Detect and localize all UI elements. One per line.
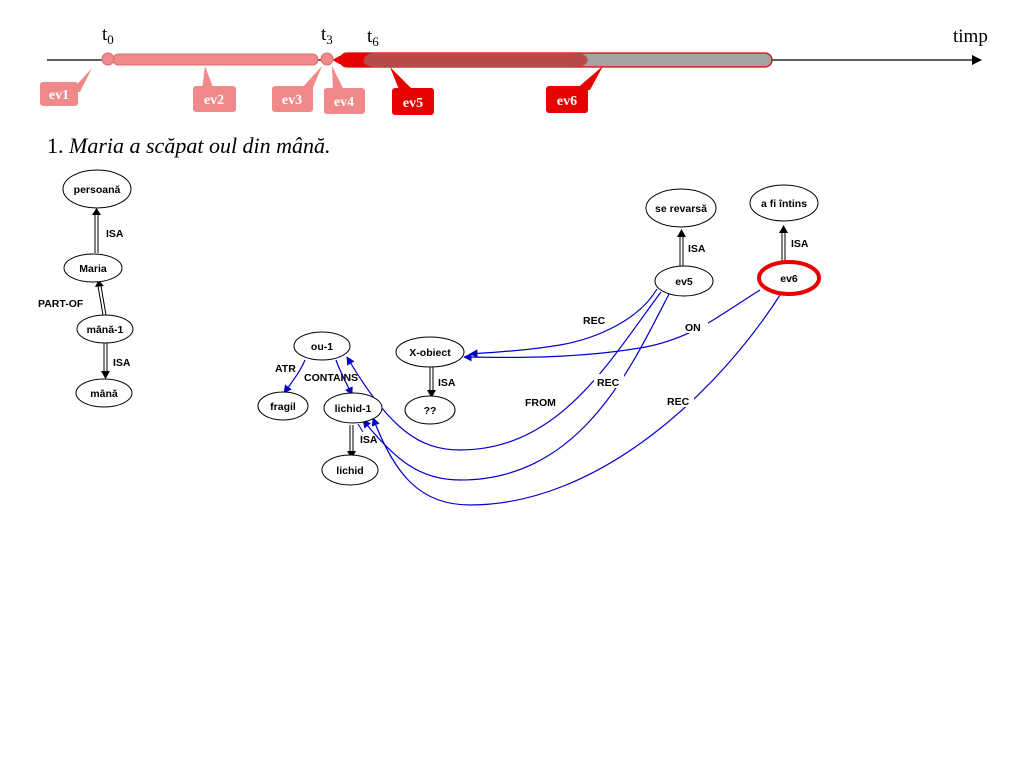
svg-text:ev2: ev2 (204, 93, 224, 108)
svg-text:fragil: fragil (270, 401, 296, 413)
edge-ev5-rec-lichid1 (362, 291, 671, 481)
svg-text:X-obiect: X-obiect (409, 347, 451, 359)
node-mana-1 (76, 314, 134, 344)
svg-text:lichid: lichid (336, 465, 363, 477)
edge-ou1-contains-lichid1 (335, 359, 353, 396)
edge-label-contains: CONTAINS (304, 372, 358, 384)
t3-point (320, 52, 334, 66)
node-ou-1 (293, 331, 351, 361)
edge-label-part-of: PART-OF (38, 298, 84, 310)
ev5-interval-bar (333, 52, 588, 68)
edge-label-rec-1: REC (583, 315, 606, 327)
node-x-obiect (395, 336, 465, 368)
edge-ev6-rec-lichid1 (371, 291, 783, 506)
node-lichid (321, 454, 379, 486)
svg-text:Maria: Maria (79, 263, 107, 275)
node-a-fi-intins (749, 184, 819, 222)
edge-label-isa-mana: ISA (113, 357, 131, 369)
svg-text:ev5: ev5 (675, 276, 693, 288)
ev5-callout: ev5 (390, 67, 434, 115)
timeline: t0 t3 t6 timp ev1 ev2 ev3 ev4 ev5 (40, 24, 988, 115)
time-axis-arrowhead (972, 55, 982, 65)
edge-label-isa-maria: ISA (106, 228, 124, 240)
ev2-interval-bar (112, 53, 319, 66)
svg-text:ev6: ev6 (557, 94, 577, 109)
t0-label: t0 (102, 24, 114, 47)
edge-label-isa-ev6: ISA (791, 238, 809, 250)
example-sentence: 1. Maria a scăpat oul din mână. (47, 133, 331, 158)
node-persoana (62, 169, 132, 209)
maria-graph: ISA PART-OF ISA persoană Maria mână-1 mâ… (38, 169, 134, 408)
node-se-revarsa (645, 188, 717, 228)
ev4-callout: ev4 (324, 66, 365, 114)
svg-text:ou-1: ou-1 (311, 341, 333, 353)
svg-text:se revarsă: se revarsă (655, 203, 707, 215)
t6-label: t6 (367, 26, 379, 49)
svg-text:ev1: ev1 (49, 88, 69, 103)
svg-text:lichid-1: lichid-1 (335, 403, 372, 415)
svg-text:ev6: ev6 (780, 273, 798, 285)
edge-ev5-from-ou1 (346, 291, 662, 451)
ev3-callout: ev3 (272, 66, 322, 112)
node-unknown (404, 395, 456, 425)
ev6-callout: ev6 (546, 66, 603, 113)
sentence-text: Maria a scăpat oul din mână. (68, 133, 331, 158)
time-axis-label: timp (953, 26, 988, 47)
ev5-interval-start (333, 53, 372, 67)
node-maria (63, 253, 123, 283)
edge-ev5-rec-xobiect (469, 288, 658, 358)
edge-label-isa-lichid: ISA (360, 434, 378, 446)
node-ev6 (757, 260, 821, 296)
sentence-number: 1. (47, 133, 64, 158)
edge-label-atr: ATR (275, 363, 296, 375)
svg-text:mână: mână (90, 388, 118, 400)
event-graph: REC ON REC FROM REC ATR CONTAINS ISA ISA… (257, 184, 821, 506)
edge-label-isa-xobiect: ISA (438, 377, 456, 389)
edge-label-isa-ev5: ISA (688, 243, 706, 255)
svg-text:ev3: ev3 (282, 93, 302, 108)
svg-text:mână-1: mână-1 (87, 324, 124, 336)
edge-label-rec-3: REC (667, 396, 690, 408)
node-ev5 (654, 265, 714, 297)
svg-text:ev5: ev5 (403, 96, 423, 111)
node-mana (75, 378, 133, 408)
ev2-callout: ev2 (193, 66, 236, 112)
svg-text:a fi întins: a fi întins (761, 198, 807, 210)
edge-label-from: FROM (525, 397, 556, 409)
node-fragil (257, 391, 309, 421)
edge-ev6-on-xobiect (463, 289, 761, 362)
edge-label-rec-2: REC (597, 377, 620, 389)
t0-point (101, 52, 115, 66)
svg-text:ev4: ev4 (334, 95, 354, 110)
node-lichid-1 (323, 392, 383, 424)
svg-text:persoană: persoană (74, 184, 121, 196)
t3-label: t3 (321, 24, 333, 47)
edge-ou1-atr-fragil (283, 359, 306, 394)
svg-text:??: ?? (424, 405, 437, 417)
edge-label-on: ON (685, 322, 701, 334)
ev1-callout: ev1 (40, 68, 92, 106)
